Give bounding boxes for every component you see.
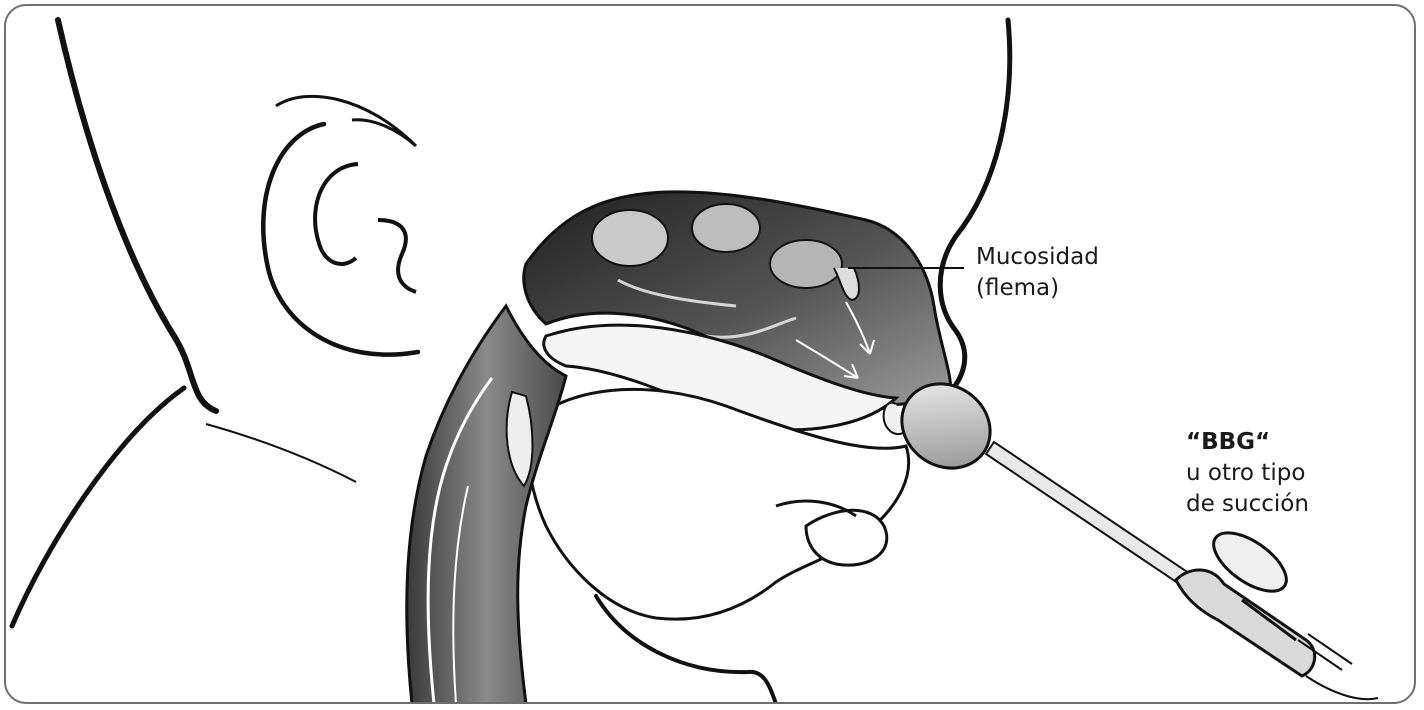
- mouth-cavity: [526, 389, 909, 619]
- neck-line: [206, 424, 356, 482]
- lips: [806, 510, 887, 565]
- shoulder-outline: [12, 388, 184, 626]
- suction-label-title: “BBG“: [1186, 427, 1309, 458]
- bulb-syringe-icon: [884, 367, 1378, 699]
- mucus-label-line1: Mucosidad: [976, 242, 1099, 273]
- head-back-outline: [58, 20, 216, 411]
- suction-label: “BBG“ u otro tipo de succión: [1186, 427, 1309, 520]
- ear-icon: [263, 96, 418, 354]
- nasal-suction-illustration: [6, 6, 1416, 704]
- suction-label-line2: u otro tipo: [1186, 458, 1309, 489]
- suction-label-line3: de succión: [1186, 489, 1309, 520]
- face-outline: [940, 20, 1009, 394]
- illustration-frame: [4, 4, 1416, 704]
- mucus-label-line2: (flema): [976, 273, 1099, 304]
- mucus-label: Mucosidad (flema): [976, 242, 1099, 304]
